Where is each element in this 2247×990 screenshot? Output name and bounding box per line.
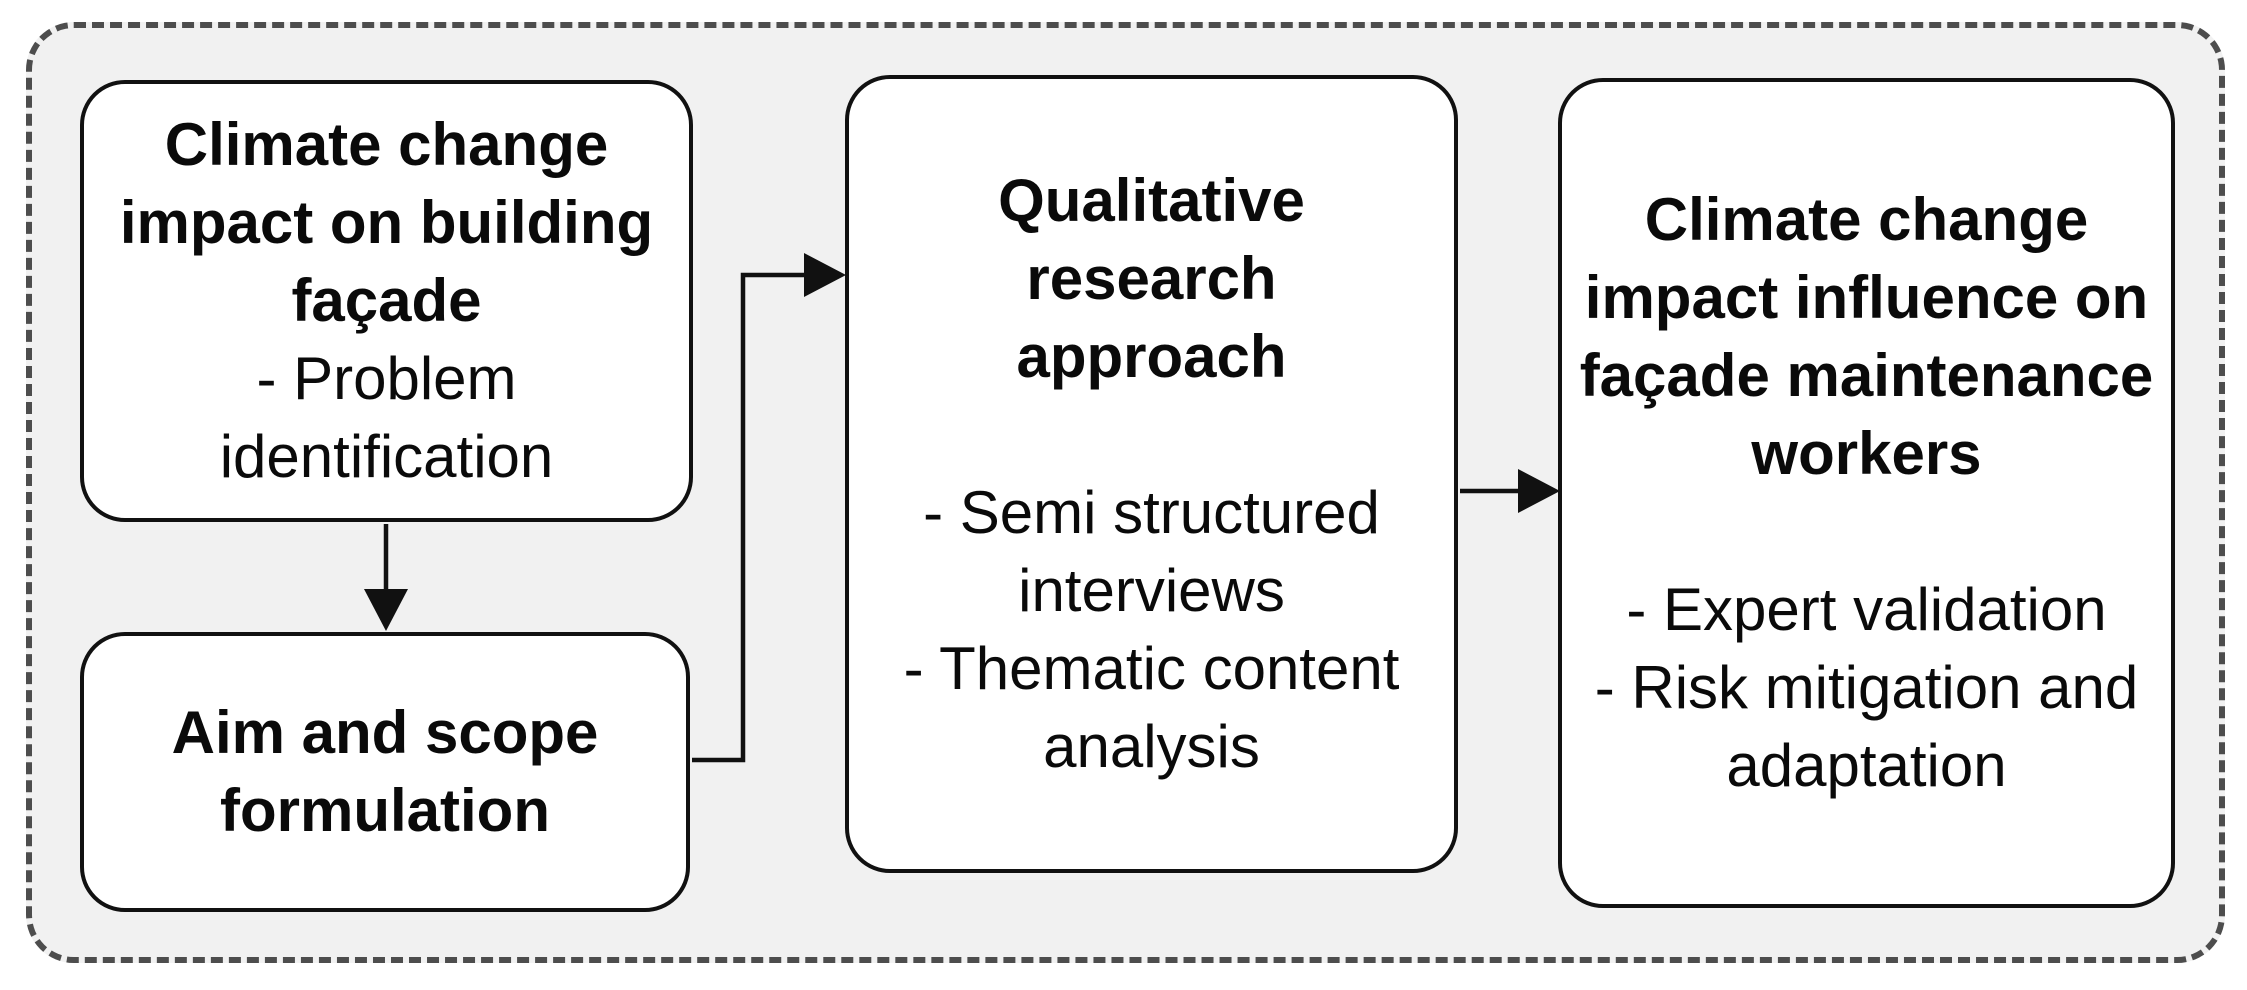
box-title: Aim and scope formulation (171, 699, 599, 844)
box-title: Climate change impact influence on façad… (1579, 186, 2154, 487)
flow-box-climate-impact-facade: Climate change impact on building façade… (80, 80, 693, 522)
flow-box-aim-and-scope: Aim and scope formulation (80, 632, 690, 912)
box-details: - Semi structured interviews - Thematic … (903, 479, 1400, 780)
box-details: - Problem identification (219, 345, 554, 490)
flow-box-qualitative-research-approach: Qualitative research approach - Semi str… (845, 75, 1458, 873)
box-details: - Expert validation - Risk mitigation an… (1594, 576, 2139, 799)
box-title: Climate change impact on building façade (119, 111, 654, 334)
flow-box-impact-on-maintenance-workers: Climate change impact influence on façad… (1558, 78, 2175, 908)
box-title: Qualitative research approach (998, 167, 1305, 390)
